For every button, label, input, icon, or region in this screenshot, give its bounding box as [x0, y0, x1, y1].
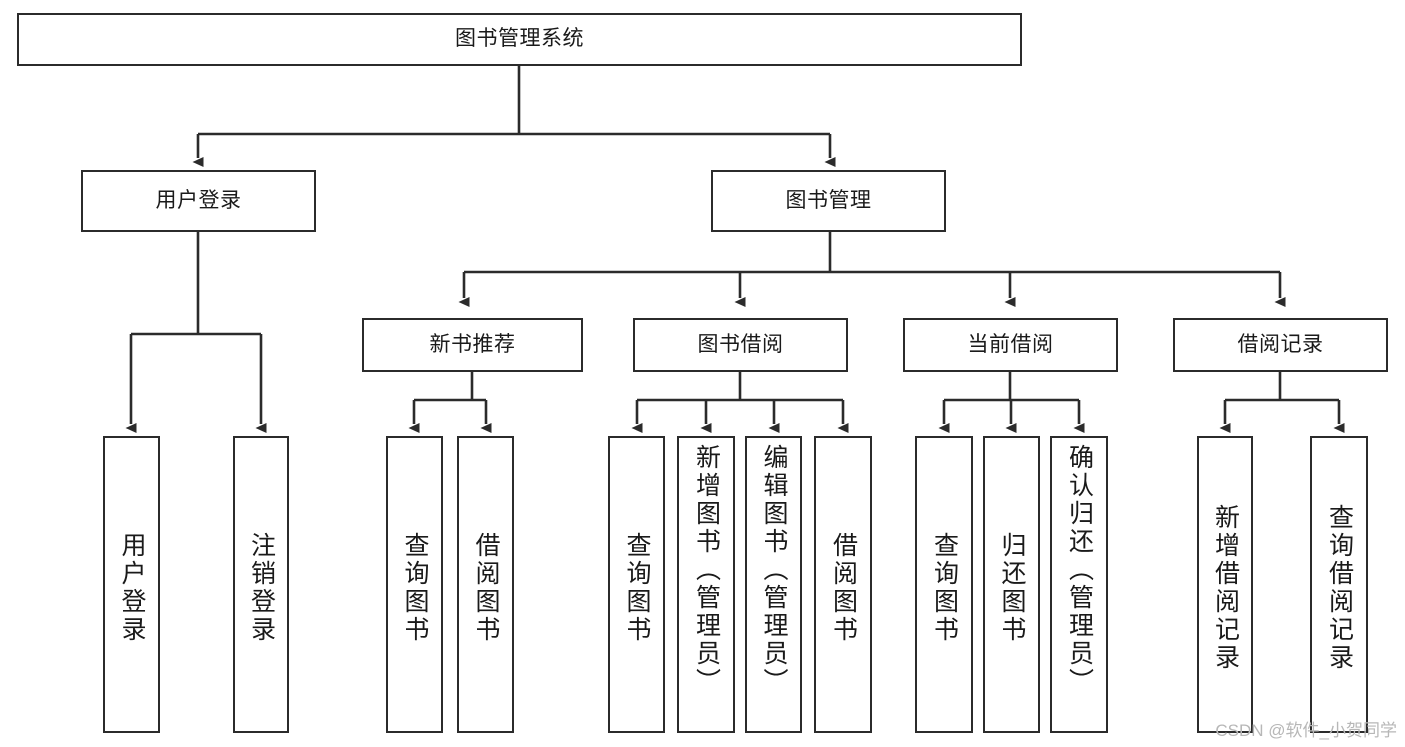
node-root-label: 图书管理系统	[455, 27, 584, 51]
leaf-borrow-book-1-label: 借阅图书	[472, 531, 500, 644]
leaf-add-record-label: 新增借阅记录	[1211, 503, 1240, 672]
node-borrow-record-label: 借阅记录	[1237, 332, 1324, 356]
leaf-edit-book-label: 编辑图书（管理员）	[760, 444, 788, 696]
leaf-query-book-2-label: 查询图书	[623, 531, 651, 644]
leaf-query-book-3[interactable]: 查询图书	[915, 436, 973, 733]
leaf-logout[interactable]: 注销登录	[233, 436, 289, 733]
leaf-query-record-label: 查询借阅记录	[1325, 503, 1354, 672]
leaf-confirm-return[interactable]: 确认归还（管理员）	[1050, 436, 1108, 733]
leaf-confirm-return-label: 确认归还（管理员）	[1065, 444, 1094, 696]
node-user-login-label: 用户登录	[155, 188, 242, 212]
leaf-add-book[interactable]: 新增图书（管理员）	[677, 436, 735, 733]
leaf-borrow-book-2[interactable]: 借阅图书	[814, 436, 872, 733]
leaf-user-login[interactable]: 用户登录	[103, 436, 160, 733]
leaf-query-book-1-label: 查询图书	[401, 531, 429, 644]
node-borrow-record[interactable]: 借阅记录	[1173, 318, 1388, 372]
leaf-query-book-2[interactable]: 查询图书	[608, 436, 665, 733]
leaf-logout-label: 注销登录	[247, 531, 276, 644]
leaf-edit-book[interactable]: 编辑图书（管理员）	[745, 436, 802, 733]
node-new-book-recommend-label: 新书推荐	[429, 332, 516, 356]
leaf-query-book-1[interactable]: 查询图书	[386, 436, 443, 733]
node-book-manage-label: 图书管理	[785, 188, 872, 212]
leaf-return-book-label: 归还图书	[998, 531, 1026, 644]
node-current-borrow[interactable]: 当前借阅	[903, 318, 1118, 372]
node-user-login[interactable]: 用户登录	[81, 170, 316, 232]
node-book-borrow-label: 图书借阅	[697, 332, 784, 356]
leaf-user-login-label: 用户登录	[118, 531, 146, 644]
leaf-add-book-label: 新增图书（管理员）	[692, 444, 721, 696]
node-current-borrow-label: 当前借阅	[967, 332, 1054, 356]
leaf-query-record[interactable]: 查询借阅记录	[1310, 436, 1368, 733]
leaf-borrow-book-2-label: 借阅图书	[829, 531, 858, 644]
node-root[interactable]: 图书管理系统	[17, 13, 1022, 66]
node-book-manage[interactable]: 图书管理	[711, 170, 946, 232]
leaf-borrow-book-1[interactable]: 借阅图书	[457, 436, 514, 733]
leaf-return-book[interactable]: 归还图书	[983, 436, 1040, 733]
node-new-book-recommend[interactable]: 新书推荐	[362, 318, 583, 372]
node-book-borrow[interactable]: 图书借阅	[633, 318, 848, 372]
leaf-query-book-3-label: 查询图书	[930, 531, 959, 644]
leaf-add-record[interactable]: 新增借阅记录	[1197, 436, 1253, 733]
watermark-text: CSDN @软件_小贺同学	[1215, 721, 1397, 740]
